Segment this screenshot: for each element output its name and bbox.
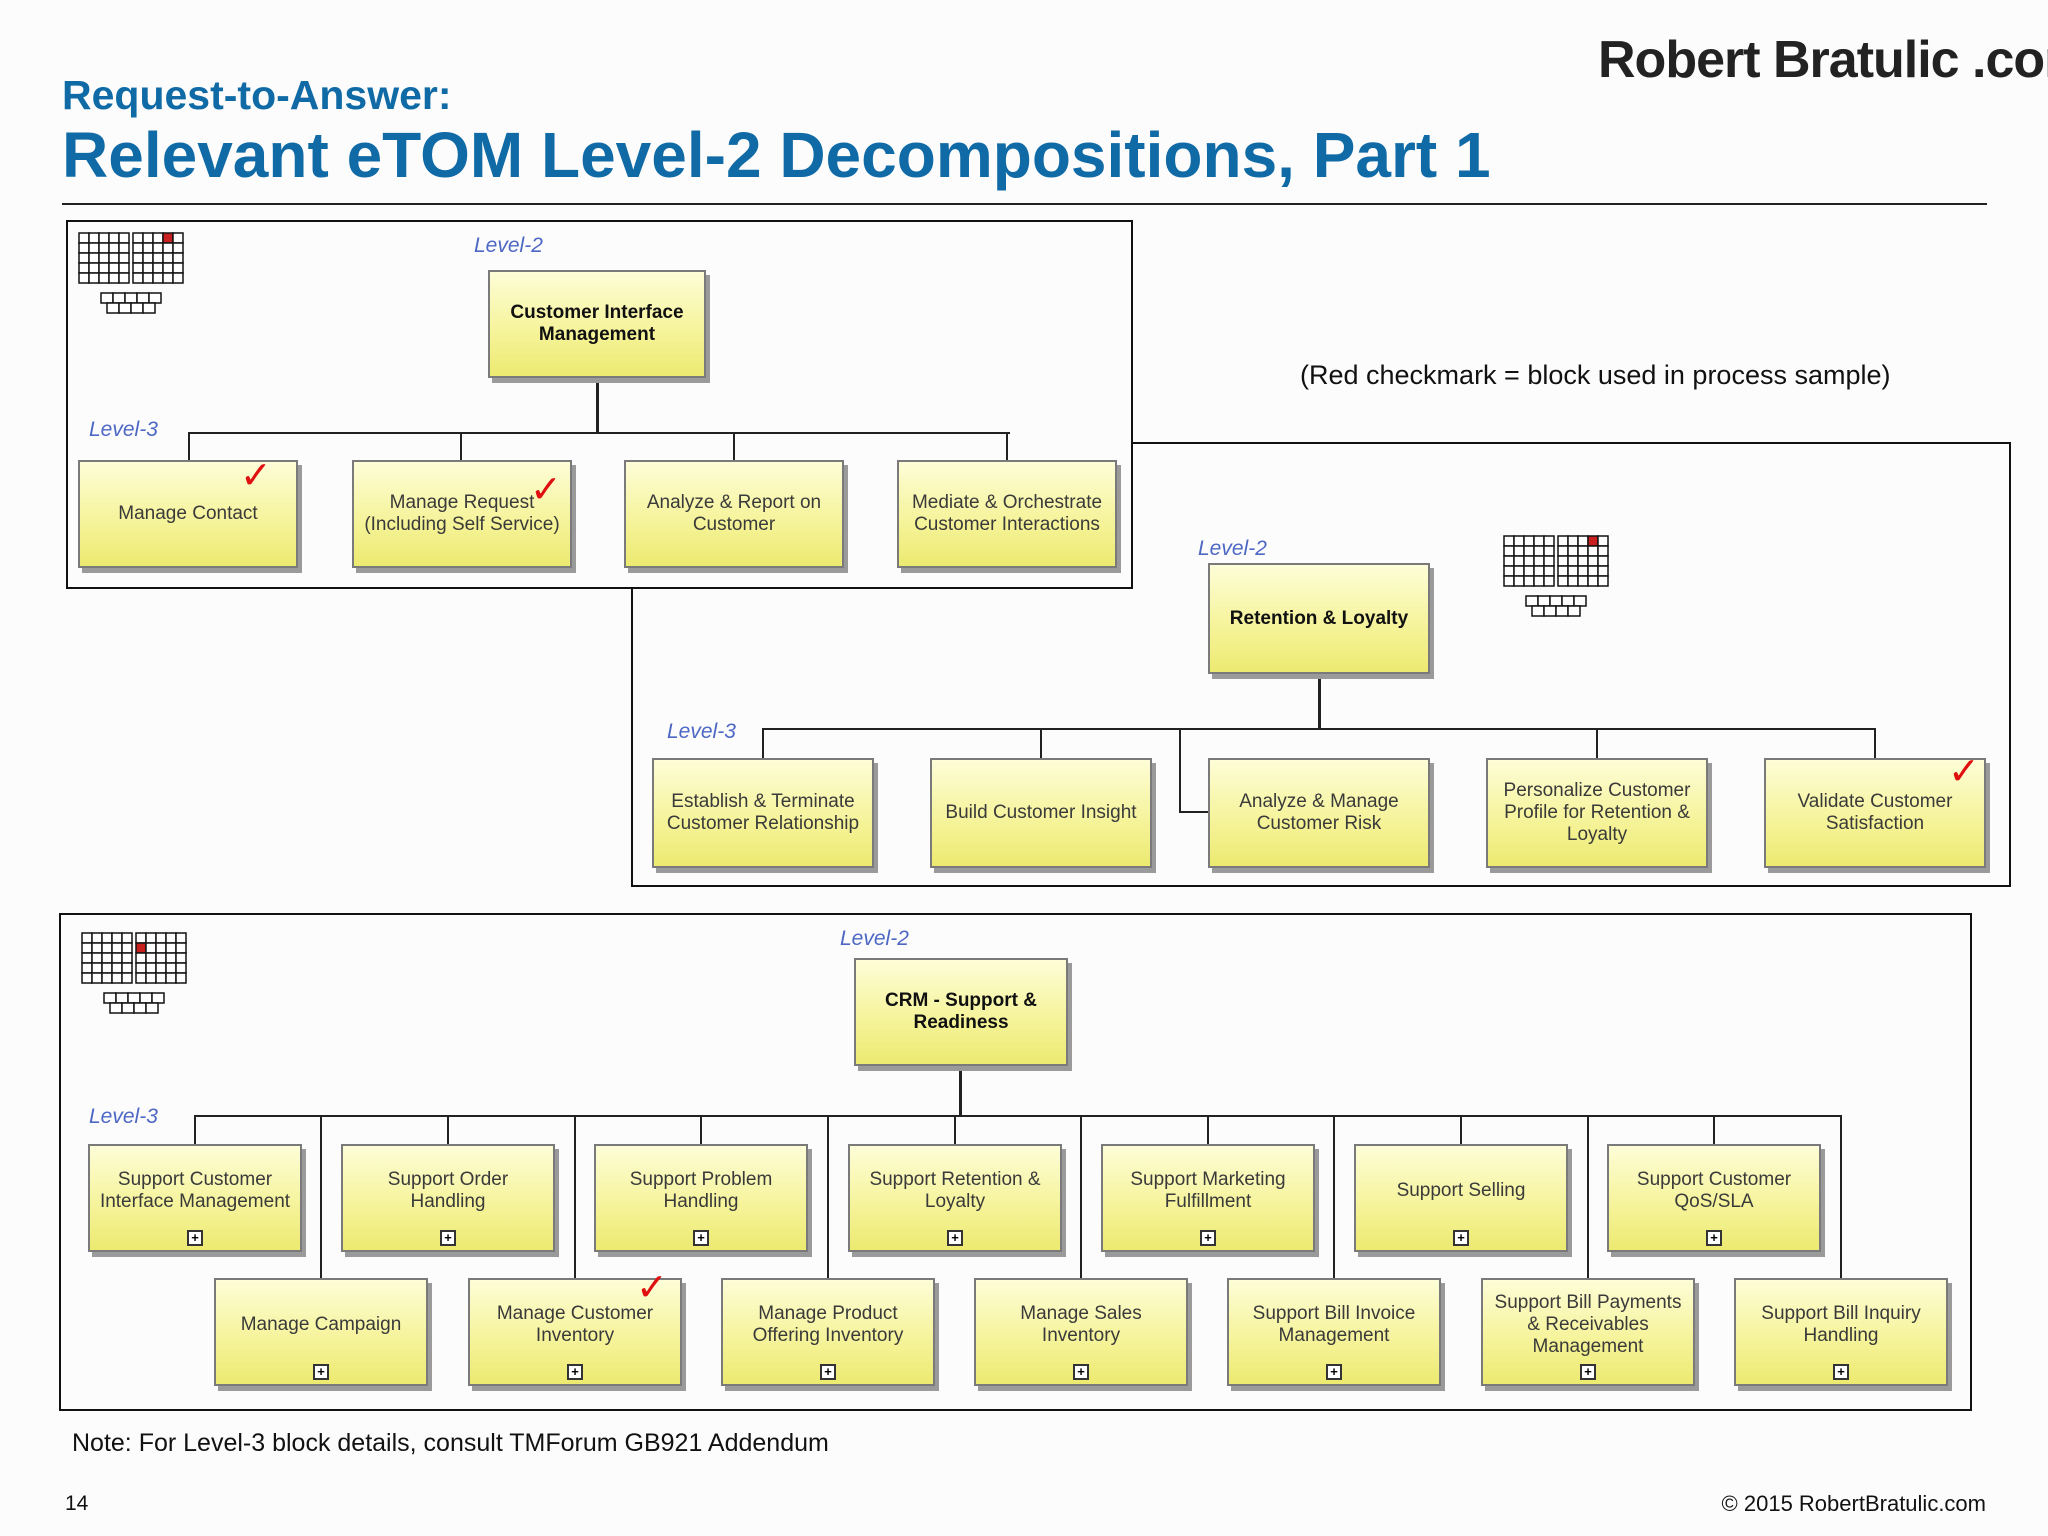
slide-title: Relevant eTOM Level-2 Decompositions, Pa…: [62, 119, 1491, 191]
etom-grid-icon: [78, 232, 184, 314]
connector: [1460, 1115, 1462, 1145]
connector: [188, 432, 1010, 434]
process-block: Build Customer Insight: [930, 758, 1152, 868]
connector: [1179, 811, 1209, 813]
connector: [1179, 728, 1181, 812]
etom-grid-icon: [1503, 535, 1609, 617]
level3-label: Level-3: [667, 720, 736, 743]
process-block: Analyze & Report on Customer: [624, 460, 844, 568]
expand-icon[interactable]: +: [313, 1364, 329, 1380]
legend-note: (Red checkmark = block used in process s…: [1300, 360, 1891, 390]
connector: [1080, 1115, 1082, 1279]
connector: [959, 1066, 962, 1116]
connector: [460, 432, 462, 460]
process-block: Manage Request (Including Self Service): [352, 460, 572, 568]
process-block: Validate Customer Satisfaction: [1764, 758, 1986, 868]
process-block: Support Bill Inquiry Handling+: [1734, 1278, 1948, 1386]
expand-icon[interactable]: +: [1580, 1364, 1596, 1380]
checkmark-icon: ✓: [240, 453, 272, 497]
expand-icon[interactable]: +: [567, 1364, 583, 1380]
copyright: © 2015 RobertBratulic.com: [1721, 1491, 1986, 1516]
level2-label: Level-2: [474, 234, 543, 257]
expand-icon[interactable]: +: [1200, 1230, 1216, 1246]
connector: [1333, 1115, 1335, 1279]
expand-icon[interactable]: +: [820, 1364, 836, 1380]
footnote: Note: For Level-3 block details, consult…: [72, 1429, 829, 1457]
process-block: Support Bill Invoice Management+: [1227, 1278, 1441, 1386]
expand-icon[interactable]: +: [1326, 1364, 1342, 1380]
connector: [1596, 728, 1598, 758]
connector: [1006, 432, 1008, 460]
title-divider: [62, 203, 1987, 205]
expand-icon[interactable]: +: [440, 1230, 456, 1246]
level3-label: Level-3: [89, 1105, 158, 1128]
connector: [1874, 728, 1876, 758]
checkmark-icon: ✓: [1948, 749, 1980, 793]
brand-logo-text: Robert Bratulic .com: [1598, 31, 2048, 89]
connector: [1587, 1115, 1589, 1279]
process-block: Support Customer QoS/SLA+: [1607, 1144, 1821, 1252]
connector: [954, 1115, 956, 1145]
process-block: Analyze & Manage Customer Risk: [1208, 758, 1430, 868]
process-block: Support Bill Payments & Receivables Mana…: [1481, 1278, 1695, 1386]
connector: [194, 1115, 1842, 1117]
slide-subtitle: Request-to-Answer:: [62, 72, 452, 118]
process-block: Manage Contact: [78, 460, 298, 568]
process-block: Support Marketing Fulfillment+: [1101, 1144, 1315, 1252]
process-block: Personalize Customer Profile for Retenti…: [1486, 758, 1708, 868]
connector: [1840, 1115, 1842, 1279]
process-block: Manage Product Offering Inventory+: [721, 1278, 935, 1386]
connector: [762, 728, 764, 758]
process-block: Establish & Terminate Customer Relations…: [652, 758, 874, 868]
expand-icon[interactable]: +: [947, 1230, 963, 1246]
expand-icon[interactable]: +: [1453, 1230, 1469, 1246]
process-block-level2: CRM - Support & Readiness: [854, 958, 1068, 1066]
page-number: 14: [65, 1492, 89, 1515]
etom-grid-icon: [81, 932, 187, 1014]
process-block: Manage Customer Inventory+: [468, 1278, 682, 1386]
connector: [320, 1115, 322, 1279]
expand-icon[interactable]: +: [1073, 1364, 1089, 1380]
connector: [1207, 1115, 1209, 1145]
process-block: Manage Campaign+: [214, 1278, 428, 1386]
expand-icon[interactable]: +: [187, 1230, 203, 1246]
process-block: Support Customer Interface Management+: [88, 1144, 302, 1252]
connector: [733, 432, 735, 460]
connector: [762, 728, 1876, 730]
connector: [1040, 728, 1042, 758]
connector: [596, 378, 599, 434]
process-block: Support Order Handling+: [341, 1144, 555, 1252]
process-block: Mediate & Orchestrate Customer Interacti…: [897, 460, 1117, 568]
process-block: Support Retention & Loyalty+: [848, 1144, 1062, 1252]
connector: [1318, 674, 1321, 729]
connector: [700, 1115, 702, 1145]
level3-label: Level-3: [89, 418, 158, 441]
process-block-level2: Customer Interface Management: [488, 270, 706, 378]
connector: [188, 432, 190, 460]
connector: [574, 1115, 576, 1279]
process-block-level2: Retention & Loyalty: [1208, 563, 1430, 674]
expand-icon[interactable]: +: [1706, 1230, 1722, 1246]
checkmark-icon: ✓: [530, 467, 562, 511]
connector: [1713, 1115, 1715, 1145]
level2-label: Level-2: [1198, 537, 1267, 560]
connector: [447, 1115, 449, 1145]
expand-icon[interactable]: +: [693, 1230, 709, 1246]
checkmark-icon: ✓: [636, 1265, 668, 1309]
process-block: Support Selling+: [1354, 1144, 1568, 1252]
expand-icon[interactable]: +: [1833, 1364, 1849, 1380]
process-block: Support Problem Handling+: [594, 1144, 808, 1252]
connector: [194, 1115, 196, 1145]
level2-label: Level-2: [840, 927, 909, 950]
connector: [827, 1115, 829, 1279]
process-block: Manage Sales Inventory+: [974, 1278, 1188, 1386]
